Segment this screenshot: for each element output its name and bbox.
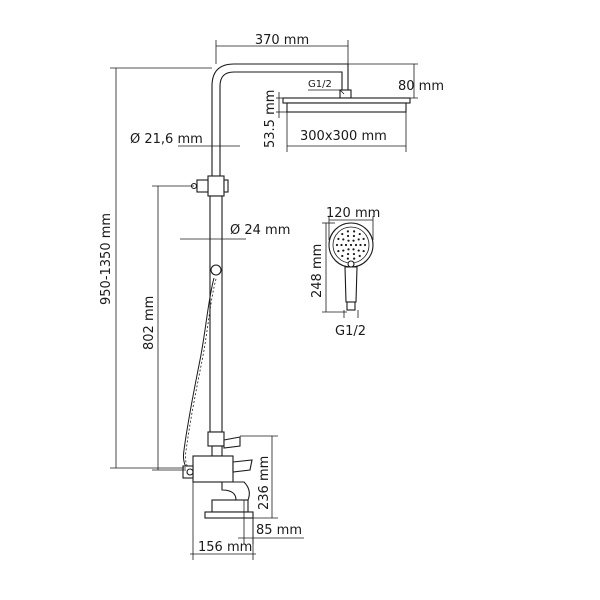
nozzle-dot xyxy=(341,254,344,258)
nozzle-dot xyxy=(363,243,367,247)
hand-shower xyxy=(328,222,374,318)
mixer-height-label: 802 mm xyxy=(142,296,157,350)
nozzle-dot xyxy=(353,230,356,233)
nozzle-dot xyxy=(346,234,350,238)
dim-handshower-width: 120 mm xyxy=(326,206,380,240)
nozzle-dot xyxy=(357,238,360,241)
nozzle-dot xyxy=(347,239,350,242)
head-thread-label: G1/2 xyxy=(308,79,332,90)
nozzle-dot xyxy=(359,243,362,247)
dim-lower-pipe-diameter: Ø 24 mm xyxy=(180,223,290,245)
nozzle-dot xyxy=(337,249,340,253)
nozzle-dot xyxy=(352,248,355,251)
dim-total-height: 950-1350 mm xyxy=(99,67,212,469)
pipe-width-label: 370 mm xyxy=(255,33,309,48)
nozzle-dot xyxy=(337,237,340,241)
nozzle-dot xyxy=(346,252,350,256)
nozzle-dot xyxy=(362,237,365,241)
upper-diameter-label: Ø 21,6 mm xyxy=(130,132,203,147)
nozzle-dot xyxy=(346,257,349,260)
nozzle-dot xyxy=(344,243,348,247)
lower-riser-pipe xyxy=(209,195,223,433)
nozzle-dot xyxy=(362,249,365,253)
nozzle-dot xyxy=(352,252,356,256)
nozzle-dot xyxy=(342,249,345,252)
nozzle-dot xyxy=(358,232,361,236)
shower-head xyxy=(282,89,411,113)
handshower-length-label: 248 mm xyxy=(310,244,325,298)
dim-head-thread: G1/2 xyxy=(308,79,345,95)
lower-diameter-label: Ø 24 mm xyxy=(230,223,290,238)
dim-mixer-height: 802 mm xyxy=(142,185,194,471)
handshower-width-label: 120 mm xyxy=(326,206,380,221)
dim-mixer-depth: 156 mm xyxy=(190,482,256,560)
nozzle-dot xyxy=(349,243,353,247)
nozzle-dot xyxy=(357,249,360,252)
nozzle-dot xyxy=(352,239,355,242)
nozzle-dot xyxy=(353,257,356,260)
dim-spout-height: 236 mm xyxy=(240,435,278,519)
mixer-depth-label: 156 mm xyxy=(198,540,252,555)
nozzle-dot xyxy=(354,243,358,247)
dim-head-drop: 80 mm xyxy=(348,63,444,99)
total-height-label: 950-1350 mm xyxy=(99,213,114,305)
nozzle-dot xyxy=(341,232,344,236)
head-size-label: 300x300 mm xyxy=(300,129,387,144)
shower-hose xyxy=(183,277,217,473)
mixer-body xyxy=(182,431,254,519)
nozzle-dot xyxy=(358,254,361,258)
nozzle-dot xyxy=(352,234,356,238)
head-thickness-label: 53.5 mm xyxy=(263,90,278,148)
nozzle-dot xyxy=(340,243,343,247)
head-drop-label: 80 mm xyxy=(398,79,444,94)
nozzle-dot xyxy=(335,243,339,247)
nozzle-dot xyxy=(342,238,345,241)
dim-pipe-width: 370 mm xyxy=(215,33,349,64)
spout-height-label: 236 mm xyxy=(257,456,272,510)
hand-shower-nozzles xyxy=(335,230,367,260)
nozzle-dot xyxy=(347,248,350,251)
dim-head-thickness: 53.5 mm xyxy=(263,90,287,148)
dim-upper-pipe-diameter: Ø 21,6 mm xyxy=(130,132,240,152)
slide-bracket xyxy=(190,175,229,197)
spout-length-label: 85 mm xyxy=(256,523,302,538)
nozzle-dot xyxy=(346,230,349,233)
handshower-thread-label: G1/2 xyxy=(335,324,366,339)
dim-handshower-length: 248 mm xyxy=(310,222,347,313)
dim-head-size: 300x300 mm xyxy=(286,112,407,152)
